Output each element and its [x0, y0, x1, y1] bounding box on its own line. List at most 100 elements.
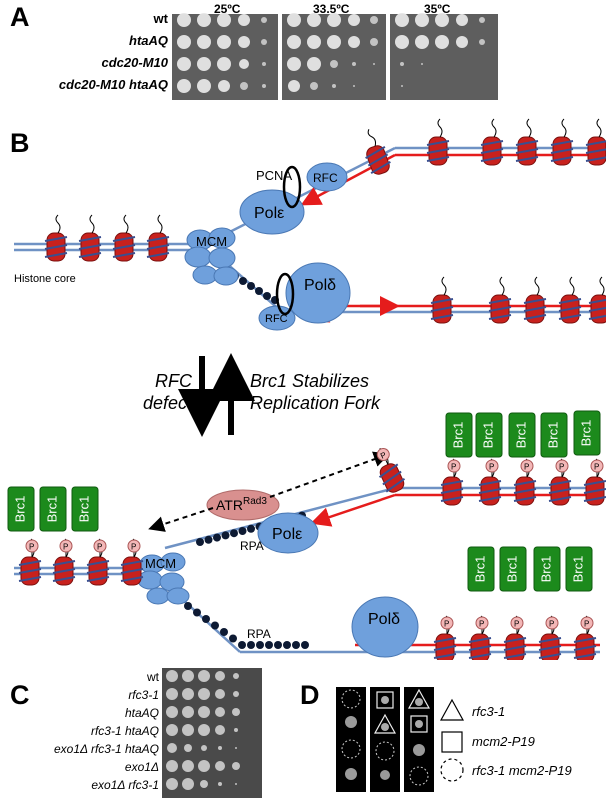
yeast-spot — [177, 13, 191, 27]
dna-wrap — [538, 653, 562, 659]
yeast-spot — [370, 16, 378, 24]
phospho-label: P — [524, 463, 529, 472]
dna-wrap — [367, 153, 389, 167]
yeast-spot — [217, 35, 231, 49]
nucleosome: P — [548, 458, 572, 506]
rfc-defect-line: RFC — [155, 371, 192, 391]
pol-delta — [285, 262, 351, 324]
dna-wrap — [488, 298, 512, 304]
pcna-clamp — [275, 272, 295, 316]
yeast-spot — [177, 35, 191, 49]
brc1-protein — [71, 486, 99, 532]
yeast-spot — [232, 762, 240, 770]
phospho-label: P — [489, 463, 494, 472]
nucleosome: P — [52, 538, 76, 586]
yeast-spot — [197, 79, 211, 93]
nucleosome: P — [440, 458, 464, 506]
dna-wrap — [548, 488, 572, 494]
yeast-spot — [327, 13, 341, 27]
nucleosome: P — [433, 615, 457, 660]
rfc3-1-spore — [407, 688, 431, 709]
rfc-complex — [258, 305, 296, 331]
yeast-spot — [288, 80, 300, 92]
strain-label: cdc20-M10 htaAQ — [58, 77, 168, 92]
legend-label-double-mutant: rfc3-1 mcm2-P19 — [472, 763, 572, 778]
yeast-spot — [352, 62, 356, 66]
pol-delta-label: Polδ — [368, 611, 400, 628]
phospho-mark — [447, 459, 461, 473]
yeast-spot — [166, 760, 178, 772]
yeast-spot — [262, 62, 266, 66]
normal-fork: MCM Polε RFC PCNA Polδ RFC Histone core — [14, 146, 600, 331]
dna-wrap — [86, 560, 110, 566]
yeast-spot — [215, 707, 225, 717]
rpa-bead — [196, 538, 204, 546]
dna-wrap — [503, 653, 527, 659]
phospho-label: P — [63, 543, 68, 552]
histone-tail — [569, 276, 575, 296]
rfc-defect-text: RFC defect — [110, 370, 192, 414]
dna-wrap — [558, 306, 582, 312]
brc1-protein — [565, 546, 593, 592]
dna-wrap — [583, 496, 606, 502]
rpa-bead — [283, 641, 291, 649]
colony — [415, 720, 423, 728]
yeast-spot — [262, 84, 266, 88]
strain-label: exo1Δ rfc3-1 — [91, 778, 159, 792]
yeast-spot — [238, 36, 250, 48]
yeast-spot — [198, 760, 210, 772]
brc1-label: Brc1 — [12, 496, 27, 523]
strain-label: exo1Δ — [124, 760, 159, 774]
yeast-spot — [215, 761, 225, 771]
histone-tail — [157, 214, 163, 234]
yeast-spot — [217, 57, 231, 71]
yeast-spot — [197, 35, 211, 49]
dna-wrap — [573, 653, 597, 659]
double-mutant-spore — [409, 766, 429, 786]
histone-core-label: Histone core — [14, 273, 76, 285]
yeast-spot — [239, 59, 249, 69]
nucleosome — [515, 118, 539, 166]
rpa-bead — [204, 535, 213, 544]
double-mutant-spore — [341, 739, 361, 759]
dna-wrap — [120, 568, 144, 574]
rpa-bead — [238, 527, 247, 535]
dna-wrap — [523, 298, 547, 304]
dna-wrap — [513, 496, 537, 502]
phospho-label: P — [594, 463, 599, 472]
dna-wrap — [513, 480, 537, 486]
yeast-spot — [198, 724, 210, 736]
yeast-spot — [217, 13, 231, 27]
phospho-label: P — [584, 620, 589, 629]
rpa-bead — [265, 641, 273, 649]
nucleosome — [112, 214, 136, 262]
yeast-spot — [232, 708, 240, 716]
dna-wrap — [558, 314, 582, 320]
nucleosome: P — [573, 615, 597, 660]
dna-wrap — [146, 252, 170, 258]
nucleosome — [585, 118, 606, 166]
rpa-bead — [221, 531, 230, 540]
yeast-spot — [233, 673, 239, 679]
brc1-protein — [533, 546, 561, 592]
nucleosome — [480, 118, 504, 166]
dna-wrap — [478, 488, 502, 494]
dna-wrap — [583, 480, 606, 486]
brc1-protein — [573, 410, 601, 456]
colony — [380, 770, 390, 780]
rpa-bead — [301, 641, 309, 649]
dna-wrap — [585, 148, 606, 154]
rpa-bead — [213, 533, 221, 542]
pcna-clamp — [282, 165, 302, 209]
yeast-spot — [307, 57, 321, 71]
nucleosome — [426, 118, 450, 166]
phospho-label: P — [444, 620, 449, 629]
atr-rad3-kinase — [206, 489, 280, 521]
yeast-spot — [184, 744, 192, 752]
brc1-label: Brc1 — [504, 556, 519, 583]
yeast-spot — [177, 57, 191, 71]
yeast-spot — [177, 79, 191, 93]
yeast-spot — [166, 724, 178, 736]
atr-phosphorylation-arrow — [269, 451, 390, 498]
